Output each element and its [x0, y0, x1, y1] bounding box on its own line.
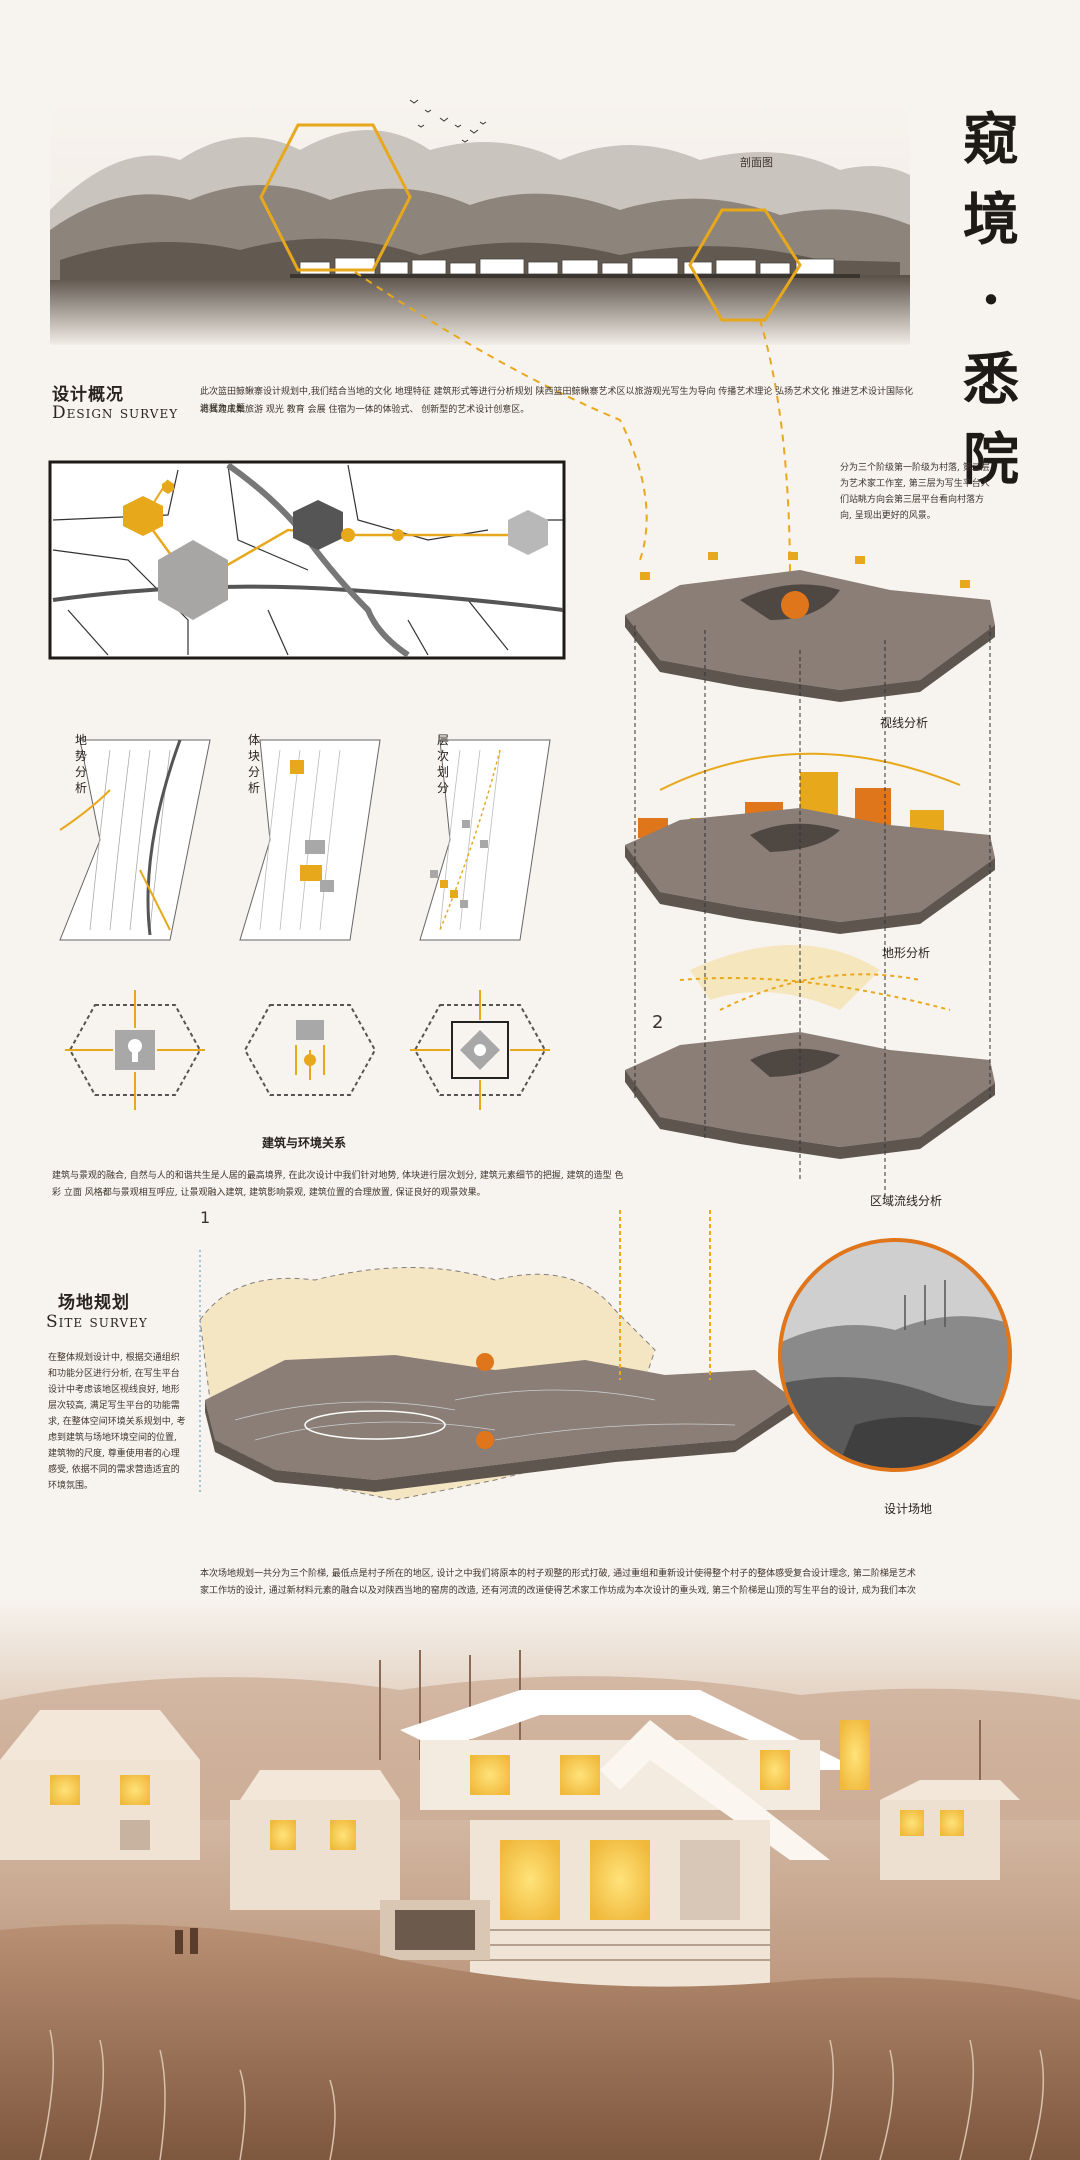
- title-char-4: 院: [963, 427, 1019, 493]
- site-planning-paragraph: 在整体规划设计中, 根据交通组织和功能分区进行分析, 在写生平台设计中考虑该地区…: [48, 1353, 186, 1491]
- topo-layers: [419, 739, 551, 941]
- number-2: 2: [652, 1012, 664, 1033]
- poster-title: 窥 境 · 悉 院: [946, 100, 1036, 500]
- dashed-verticals-site: [619, 1210, 711, 1380]
- design-survey-title-en: Design survey: [52, 403, 179, 423]
- label-circulation: 区域流线分析: [870, 1194, 943, 1208]
- title-char-3: 悉: [963, 347, 1019, 413]
- section-landscape: [50, 99, 910, 345]
- relation-paragraph: 建筑与景观的融合, 自然与人的和谐共生是人居的最高境界, 在此次设计中我们针对地…: [52, 1171, 624, 1198]
- layer-sightline: [625, 570, 995, 702]
- render-building-main: [380, 1690, 860, 1990]
- layered-terrain-analysis: [625, 552, 995, 1200]
- layer-circulation: [625, 1032, 995, 1159]
- site-planning-title-cn: 场地规划: [58, 1293, 130, 1313]
- design-survey-title-cn: 设计概况: [52, 385, 124, 405]
- label-topo-layers: 层次划分: [436, 733, 449, 795]
- mini-topo-maps: [59, 739, 551, 941]
- relation-title: 建筑与环境关系: [262, 1136, 347, 1150]
- title-dot: ·: [981, 267, 1001, 333]
- layer-terrain: [625, 808, 995, 934]
- level-note: 分为三个阶级第一阶级为村落, 第二层为艺术家工作室, 第三层为写生平台人们站眺方…: [840, 463, 990, 521]
- hex-diagram-3: [410, 990, 550, 1110]
- section-label: 剖面图: [740, 156, 773, 169]
- building-environment-diagrams: [65, 990, 550, 1110]
- topo-mass: [239, 739, 381, 941]
- site-plan-model: [199, 1250, 795, 1501]
- label-topo-mass: 体块分析: [247, 733, 260, 795]
- site-photo: [778, 1238, 1012, 1472]
- render-building-mid: [230, 1770, 400, 1910]
- hex-diagram-1: [65, 990, 205, 1110]
- hex-diagram-2: [243, 1004, 377, 1096]
- topo-terrain: [59, 739, 211, 941]
- number-1: 1: [200, 1208, 211, 1227]
- design-survey-paragraph-2: 将其建成集旅游 观光 教育 会展 住宿为一体的体验式、 创新型的艺术设计创意区。: [200, 405, 530, 415]
- site-planning-title-en: Site survey: [46, 1312, 148, 1332]
- title-char-1: 窥: [963, 107, 1019, 173]
- render-building-right: [840, 1720, 1020, 1880]
- design-survey-paragraph-1: 此次篮田鲸鳅寨设计规划中,我们结合当地的文化 地理特征 建筑形式等进行分析规划 …: [200, 387, 914, 414]
- render-building-left: [0, 1710, 200, 1860]
- village-render: [0, 1600, 1080, 2160]
- label-sightline: 视线分析: [880, 716, 929, 730]
- label-topo-terrain: 地势分析: [74, 733, 87, 795]
- label-terrain: 地形分析: [882, 946, 931, 960]
- site-location-map: [48, 460, 566, 660]
- site-photo-label: 设计场地: [884, 1502, 933, 1516]
- title-char-2: 境: [963, 187, 1019, 253]
